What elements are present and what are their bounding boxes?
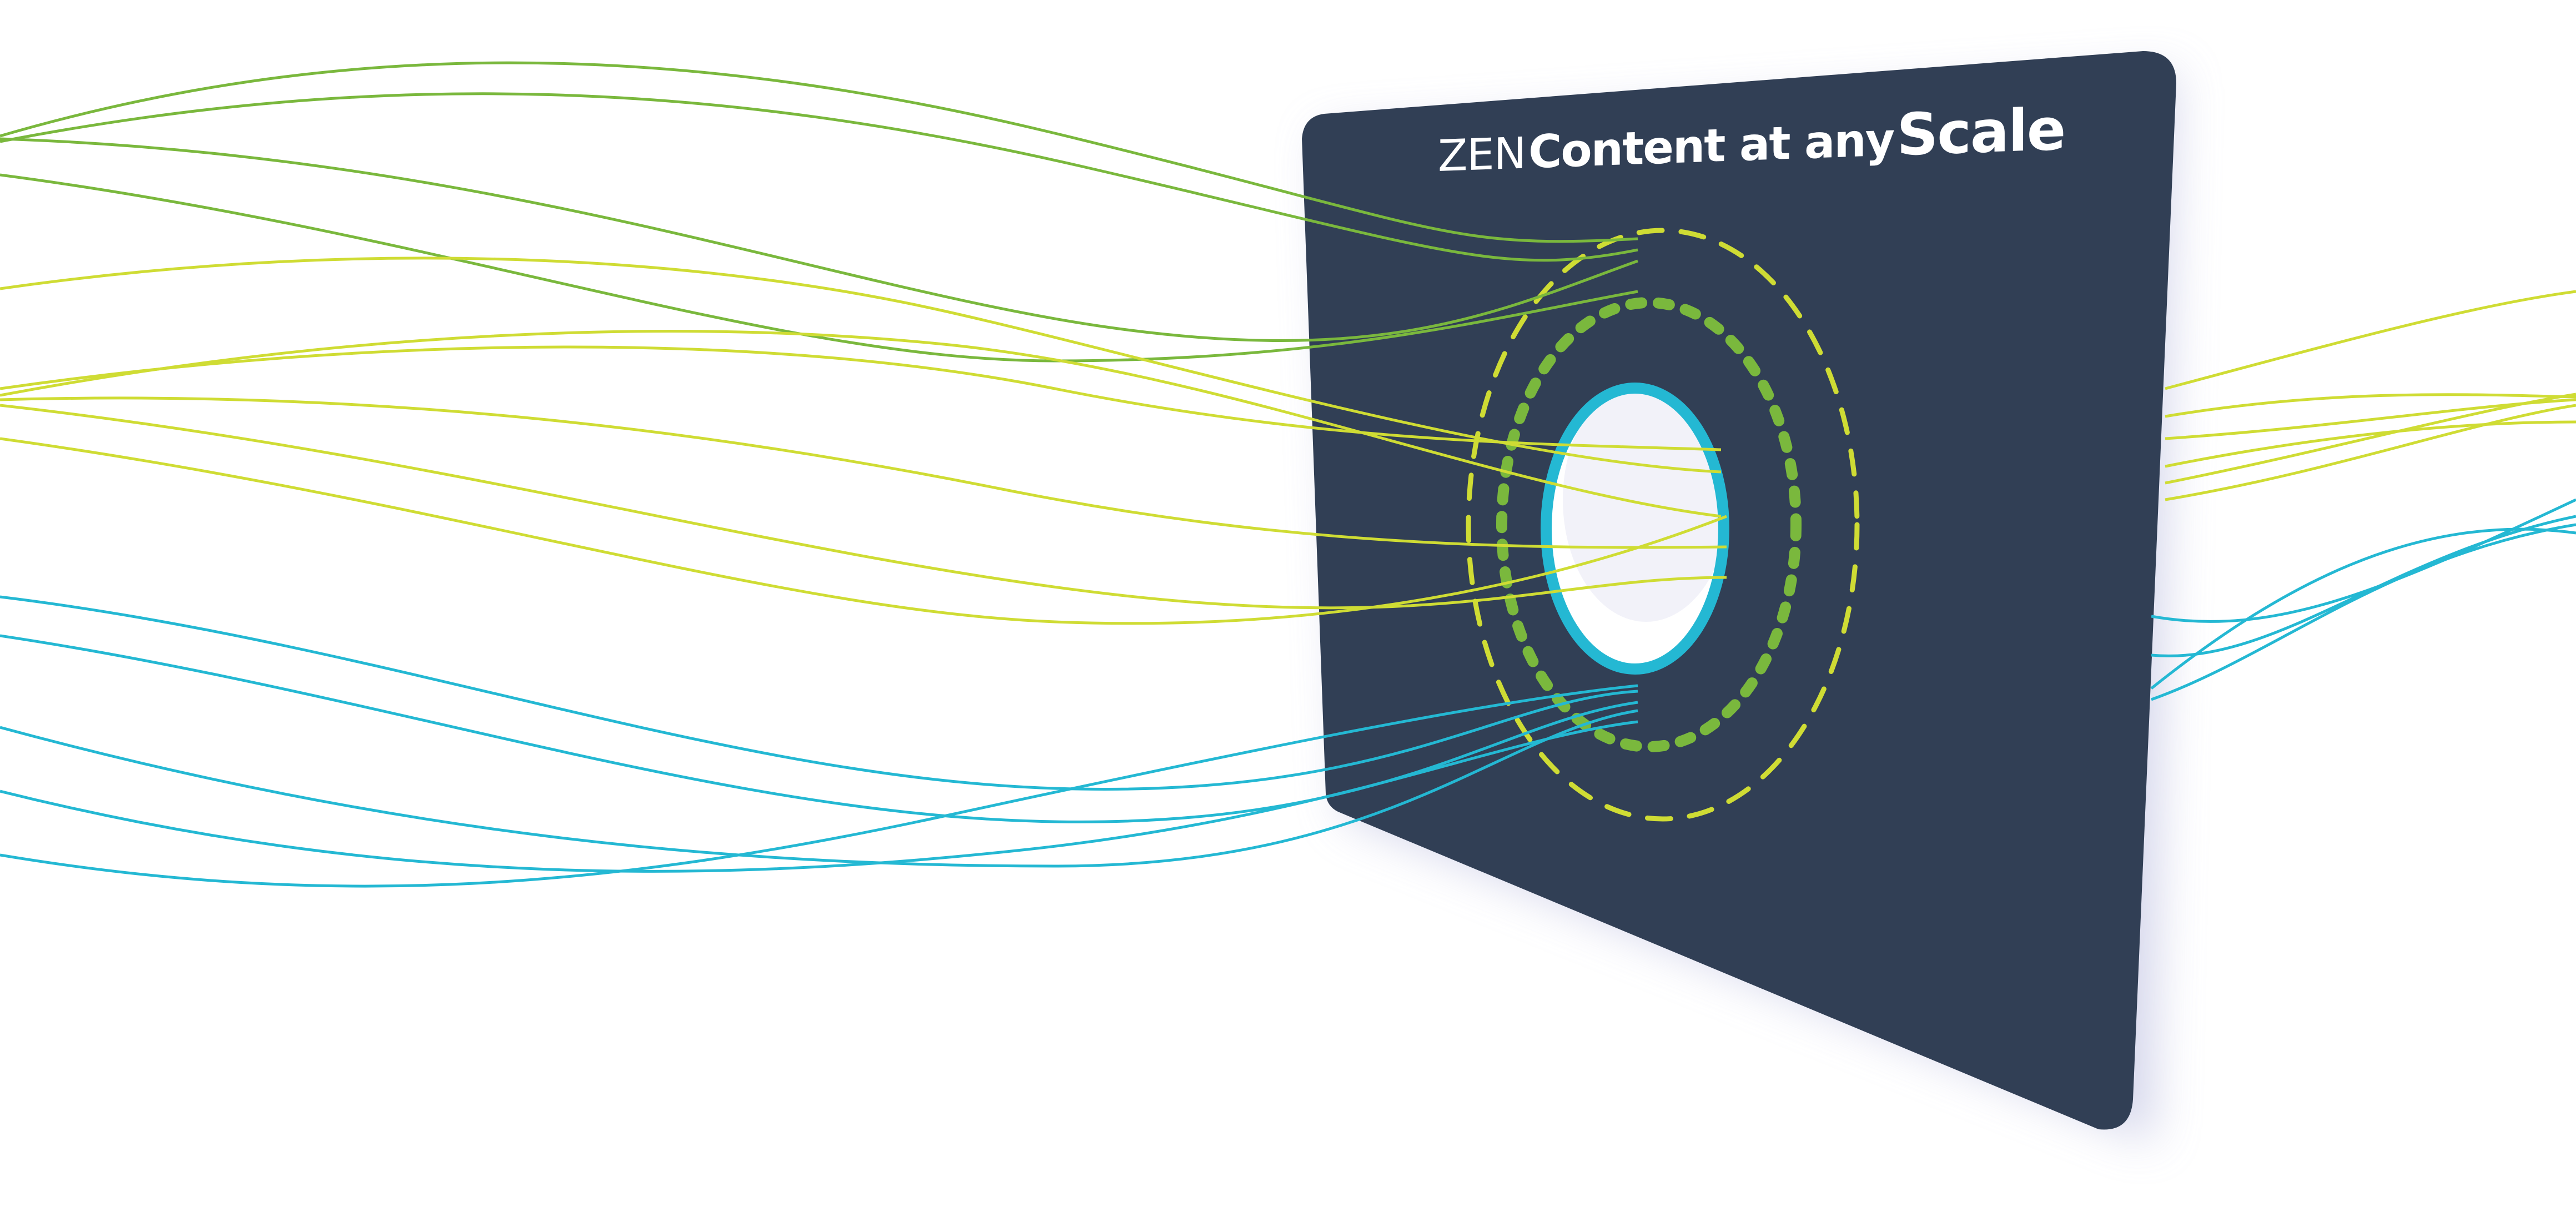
lime-line-stream-right <box>2165 290 2576 501</box>
dark-panel <box>1302 51 2176 1130</box>
headline-brand: ZEN <box>1438 128 1526 182</box>
green-line-stream <box>0 61 1638 363</box>
middle-dotted-ring <box>1496 297 1802 752</box>
hole-inner-shade <box>1563 391 1721 622</box>
inner-cyan-ring <box>1541 383 1729 675</box>
outer-dashed-ring <box>1466 228 1860 822</box>
cyan-line-stream-left <box>0 595 1638 888</box>
lime-line-stream-left <box>0 257 1727 625</box>
headline-part-b: Scale <box>1896 95 2065 169</box>
cyan-line-stream-right <box>2150 498 2576 701</box>
